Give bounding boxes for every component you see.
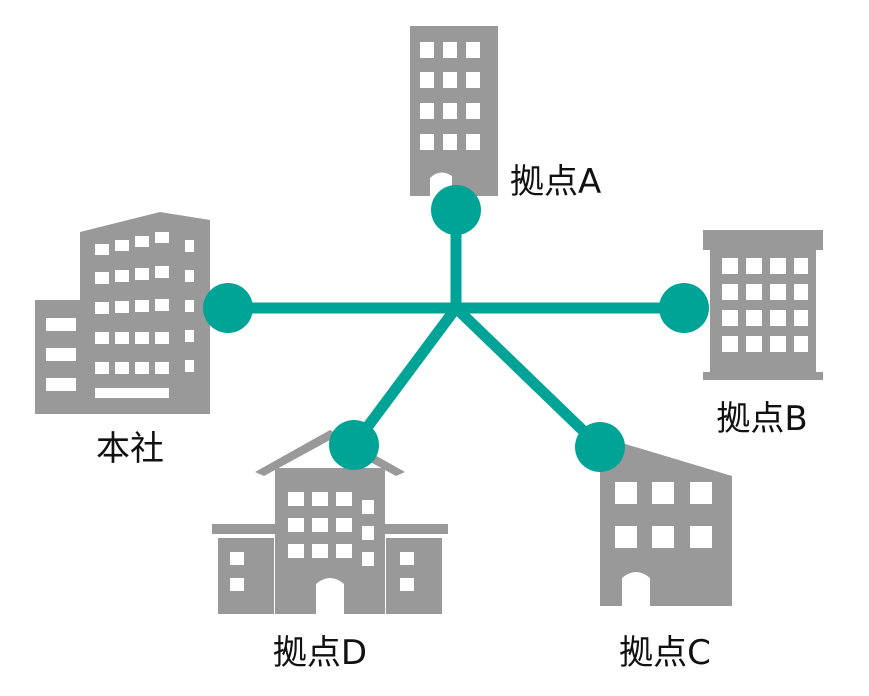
link-hub-site-c bbox=[450, 302, 606, 453]
site-d-label: 拠点D bbox=[273, 633, 367, 673]
headquarters-label: 本社 bbox=[96, 429, 164, 469]
office-building-icon bbox=[35, 212, 210, 414]
school-building-icon bbox=[212, 430, 448, 614]
node-site-d bbox=[329, 420, 379, 470]
node-site-b bbox=[659, 283, 709, 333]
node-site-a bbox=[431, 185, 481, 235]
node-headquarters bbox=[203, 283, 253, 333]
apartment-building-icon bbox=[703, 230, 823, 380]
node-site-c bbox=[575, 422, 625, 472]
site-a-label: 拠点A bbox=[510, 162, 601, 202]
network-nodes bbox=[203, 185, 709, 472]
site-b-label: 拠点B bbox=[716, 399, 807, 439]
slanted-roof-building-icon bbox=[600, 440, 732, 606]
link-hub-site-d bbox=[348, 302, 462, 451]
tower-building-icon bbox=[410, 26, 498, 196]
site-c-label: 拠点C bbox=[619, 633, 711, 673]
network-links bbox=[222, 204, 690, 453]
